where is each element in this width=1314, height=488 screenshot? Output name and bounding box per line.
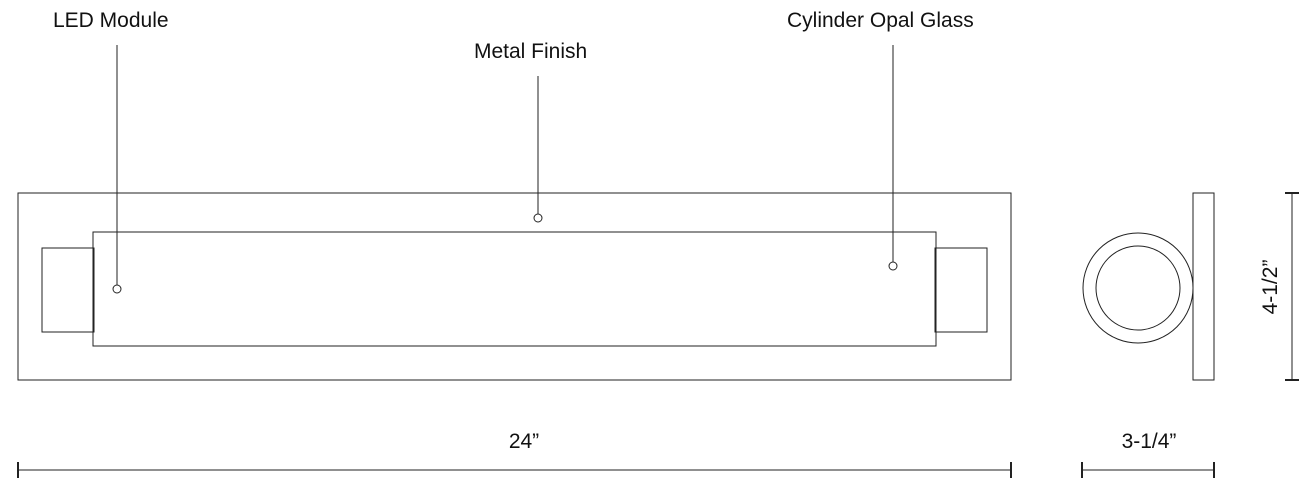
side-view [1082,192,1215,381]
callout-cylinder-opal-glass: Cylinder Opal Glass [787,9,974,271]
width-dimension: 24” [17,430,1012,478]
callout-led-module: LED Module [53,9,169,294]
glass-outer-circle [1082,232,1194,344]
led-module-marker [112,284,122,294]
backplate-outline [17,192,1012,381]
height-dimension-label: 4-1/2” [1259,260,1282,315]
glass-inner-circle [1095,245,1181,331]
height-dimension: 4-1/2” [1259,192,1299,381]
led-module-label: LED Module [53,9,169,32]
width-dimension-label: 24” [509,430,539,453]
callout-metal-finish: Metal Finish [474,40,587,223]
side-backplate [1192,192,1215,381]
right-end-bracket [934,247,988,333]
depth-dimension-label: 3-1/4” [1122,430,1177,453]
depth-dimension: 3-1/4” [1081,430,1215,478]
metal-finish-marker [533,213,543,223]
cylinder-opal-glass-label: Cylinder Opal Glass [787,9,974,32]
front-view [17,192,1012,381]
cylinder-opal-glass-marker [888,261,898,271]
metal-finish-label: Metal Finish [474,40,587,63]
left-end-bracket [41,247,95,333]
glass-cylinder-body [92,231,937,347]
